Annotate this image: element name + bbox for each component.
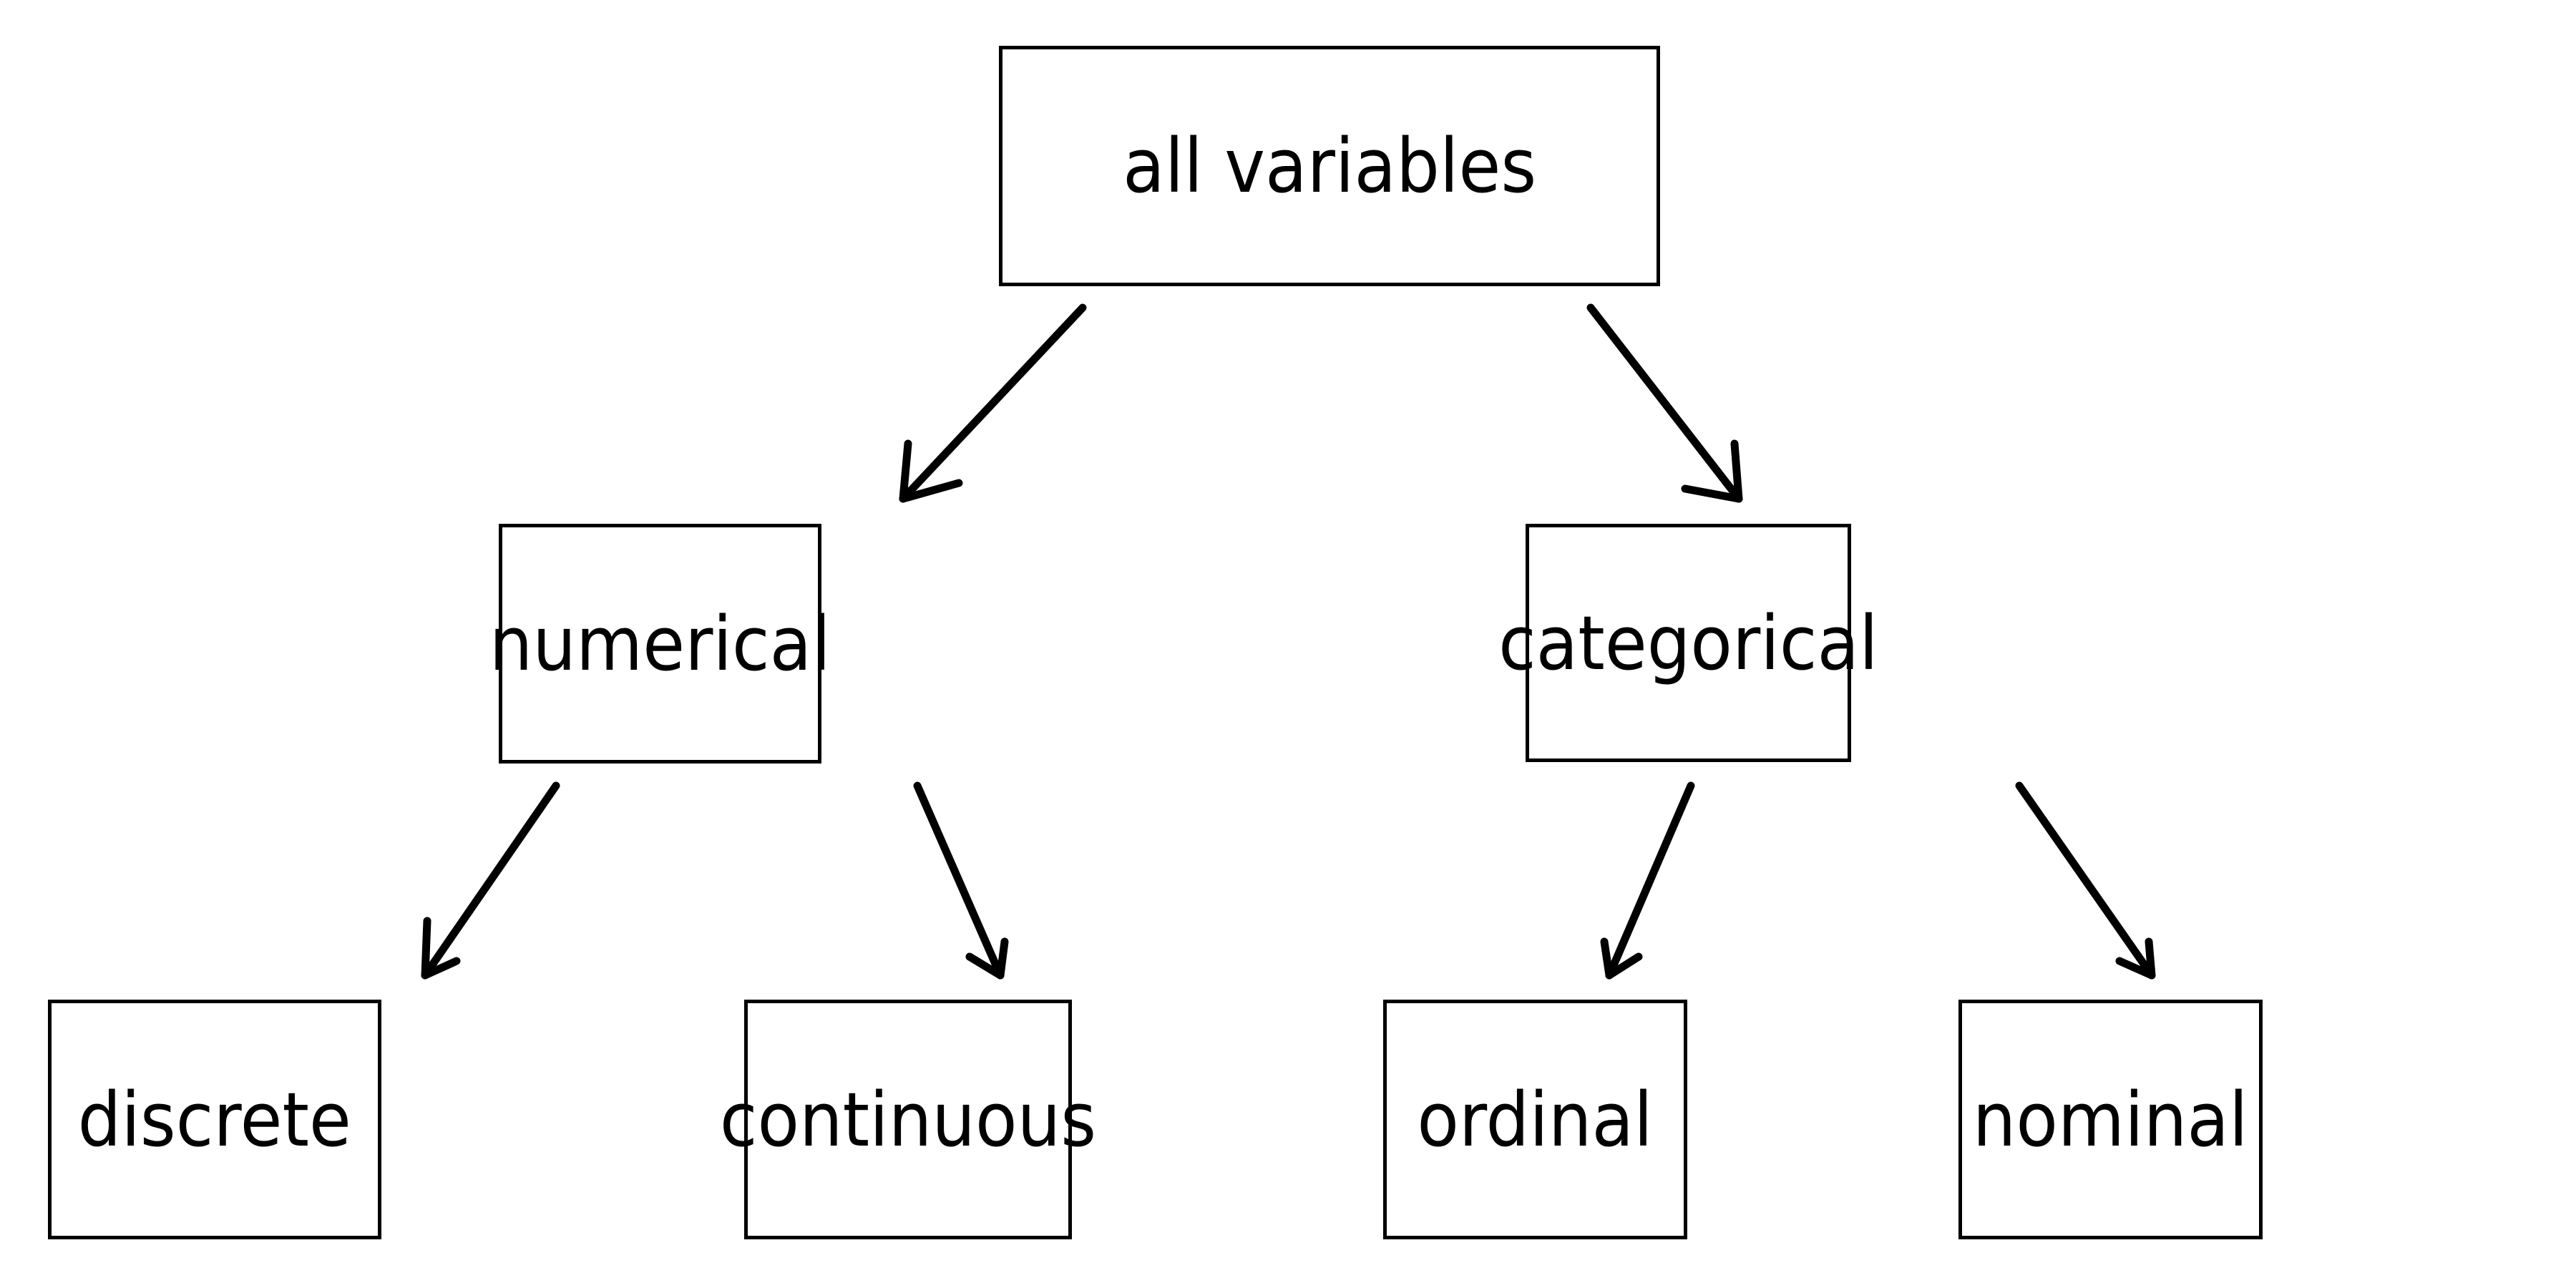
arrow-root-to-numerical	[899, 303, 1087, 503]
node-label-categorical: categorical	[1498, 599, 1878, 687]
node-label-ordinal: ordinal	[1417, 1075, 1654, 1163]
node-ordinal[interactable]: ordinal	[1383, 1000, 1687, 1239]
node-numerical[interactable]: numerical	[489, 524, 831, 763]
arrow-categorical-to-nominal	[2015, 781, 2156, 980]
arrow-numerical-to-continuous	[913, 781, 1009, 980]
node-label-continuous: continuous	[719, 1075, 1097, 1163]
node-label-nominal: nominal	[1973, 1075, 2248, 1163]
node-label-numerical: numerical	[489, 600, 831, 688]
node-continuous[interactable]: continuous	[720, 1000, 1096, 1239]
arrow-root-to-categorical	[1586, 303, 1743, 503]
node-categorical[interactable]: categorical	[1498, 524, 1878, 762]
arrow-numerical-to-discrete	[421, 781, 560, 980]
node-all-variables[interactable]: all variables	[999, 46, 1660, 286]
node-label-discrete: discrete	[77, 1075, 352, 1163]
arrow-categorical-to-ordinal	[1600, 781, 1695, 980]
node-nominal[interactable]: nominal	[1958, 1000, 2263, 1239]
node-discrete[interactable]: discrete	[48, 1000, 381, 1239]
node-label-all-variables: all variables	[1122, 122, 1537, 210]
